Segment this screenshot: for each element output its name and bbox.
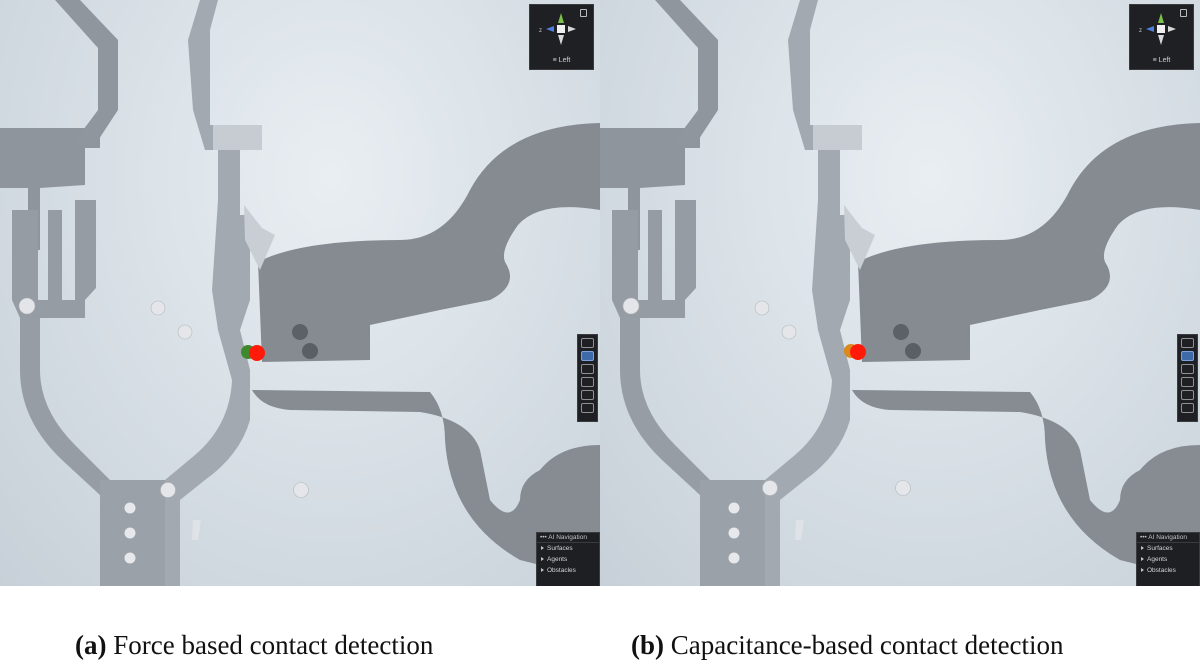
axis-gizmo-icon: z	[539, 13, 576, 45]
finger-tip-flap	[844, 205, 875, 270]
upper-pipe	[858, 123, 1200, 362]
transform-tool-icon[interactable]	[1181, 403, 1194, 413]
lock-icon[interactable]	[580, 9, 587, 17]
expand-icon	[1141, 568, 1144, 573]
rect-tool-icon[interactable]	[1181, 390, 1194, 400]
rotate-tool-icon[interactable]	[1181, 364, 1194, 374]
left-finger-comb	[612, 200, 696, 318]
expand-icon	[541, 557, 544, 562]
scene-view-panel-a[interactable]: z ≡ Left ••• AI Navigation Surfaces Agen…	[0, 0, 600, 586]
left-arm-top	[55, 0, 118, 145]
finger-tip-flap	[244, 205, 275, 270]
nav-item-agents[interactable]: Agents	[537, 554, 599, 565]
caption-a-text: Force based contact detection	[113, 630, 434, 660]
caption-a-label: (a)	[75, 630, 107, 660]
scene-tools-toolbar	[1177, 334, 1198, 422]
lower-pipe	[252, 390, 600, 580]
ai-navigation-overlay: ••• AI Navigation Surfaces Agents Obstac…	[1136, 532, 1200, 586]
scene-view-panel-b[interactable]: z ≡ Left ••• AI Navigation Surfaces Agen…	[600, 0, 1200, 586]
nav-item-obstacles[interactable]: Obstacles	[537, 565, 599, 576]
rect-tool-icon[interactable]	[581, 390, 594, 400]
upper-pipe	[258, 123, 600, 362]
contact-point-marker	[850, 344, 866, 360]
caption-b-label: (b)	[631, 630, 664, 660]
move-tool-icon[interactable]	[1181, 351, 1194, 361]
nav-item-surfaces[interactable]: Surfaces	[1137, 543, 1199, 554]
right-finger	[165, 0, 262, 586]
gizmo-view-label: ≡ Left	[1152, 57, 1171, 64]
caption-b: (b) Capacitance-based contact detection	[631, 630, 1064, 660]
axis-gizmo-icon: z	[1139, 13, 1176, 45]
lower-pipe	[852, 390, 1200, 580]
svg-text:z: z	[1139, 28, 1142, 34]
left-gripper-block	[600, 128, 700, 250]
left-finger-outer	[620, 318, 715, 586]
nav-item-surfaces[interactable]: Surfaces	[537, 543, 599, 554]
simulation-scene-b	[600, 0, 1200, 586]
lock-icon[interactable]	[1180, 9, 1187, 17]
contact-point-marker	[249, 345, 265, 361]
left-finger-comb	[12, 200, 96, 318]
expand-icon	[541, 546, 544, 551]
expand-icon	[541, 568, 544, 573]
ai-navigation-overlay: ••• AI Navigation Surfaces Agents Obstac…	[536, 532, 600, 586]
left-arm-top	[655, 0, 718, 145]
scale-tool-icon[interactable]	[1181, 377, 1194, 387]
orientation-gizmo[interactable]: z ≡ Left	[1129, 4, 1194, 70]
expand-icon	[1141, 557, 1144, 562]
move-tool-icon[interactable]	[581, 351, 594, 361]
ai-navigation-title[interactable]: ••• AI Navigation	[537, 533, 599, 543]
hand-tool-icon[interactable]	[1181, 338, 1194, 348]
gizmo-view-label: ≡ Left	[552, 57, 571, 64]
orientation-gizmo[interactable]: z ≡ Left	[529, 4, 594, 70]
rotate-tool-icon[interactable]	[581, 364, 594, 374]
svg-text:z: z	[539, 28, 542, 34]
scene-tools-toolbar	[577, 334, 598, 422]
simulation-scene-a	[0, 0, 600, 586]
caption-b-text: Capacitance-based contact detection	[670, 630, 1064, 660]
right-finger	[765, 0, 862, 586]
hand-tool-icon[interactable]	[581, 338, 594, 348]
expand-icon	[1141, 546, 1144, 551]
scale-tool-icon[interactable]	[581, 377, 594, 387]
nav-item-agents[interactable]: Agents	[1137, 554, 1199, 565]
left-gripper-block	[0, 128, 100, 250]
left-finger-outer	[20, 318, 115, 586]
ai-navigation-title[interactable]: ••• AI Navigation	[1137, 533, 1199, 543]
transform-tool-icon[interactable]	[581, 403, 594, 413]
caption-a: (a) Force based contact detection	[75, 630, 433, 660]
nav-item-obstacles[interactable]: Obstacles	[1137, 565, 1199, 576]
